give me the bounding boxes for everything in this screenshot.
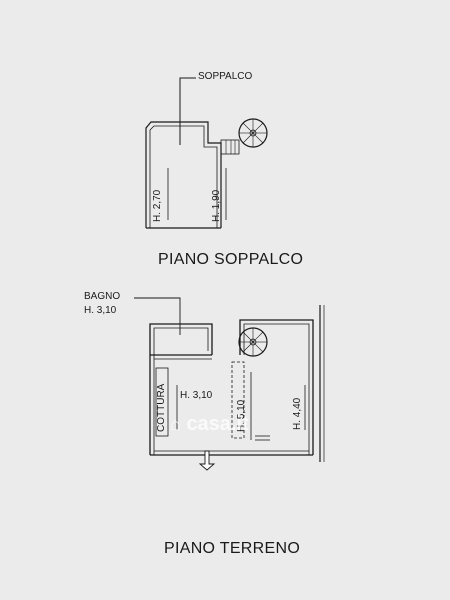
bathroom-height: H. 3,10 bbox=[84, 305, 117, 316]
mezzanine-plan-title: PIANO SOPPALCO bbox=[158, 251, 304, 268]
ground-outer-wall-left bbox=[149, 323, 213, 455]
kitchen-label: COTTURA bbox=[156, 383, 167, 432]
mezzanine-leader-line bbox=[179, 77, 196, 145]
house-icon: ⌂ bbox=[170, 414, 181, 434]
kitchen-counter bbox=[155, 367, 169, 437]
ground-inner-wall-left bbox=[153, 327, 209, 455]
main-room-height: H. 3,10 bbox=[180, 390, 213, 401]
mezzanine-height-left: H. 2,70 bbox=[152, 189, 163, 222]
bathroom-leader-line bbox=[134, 297, 181, 335]
ground-spiral-stair bbox=[238, 327, 268, 357]
ground-plan-title: PIANO TERRENO bbox=[164, 540, 301, 557]
mezzanine-room-label: SOPPALCO bbox=[198, 71, 253, 82]
mezzanine-landing bbox=[220, 139, 240, 155]
mezzanine-plan bbox=[145, 77, 268, 229]
right-room-height: H. 4,40 bbox=[292, 397, 303, 430]
mezzanine-height-right: H. 1,90 bbox=[211, 189, 222, 222]
ground-inner-wall-right bbox=[243, 323, 310, 455]
watermark-text: casa.it bbox=[186, 413, 249, 435]
mezzanine-inner-wall bbox=[149, 125, 218, 228]
ground-stair-outline bbox=[231, 361, 245, 439]
entrance-arrow bbox=[198, 450, 216, 471]
mezzanine-spiral-stair bbox=[238, 118, 268, 148]
bathroom-label: BAGNO bbox=[84, 291, 121, 302]
casa-watermark-logo: ⌂ casa.it bbox=[170, 413, 249, 436]
ground-plan bbox=[134, 297, 325, 471]
